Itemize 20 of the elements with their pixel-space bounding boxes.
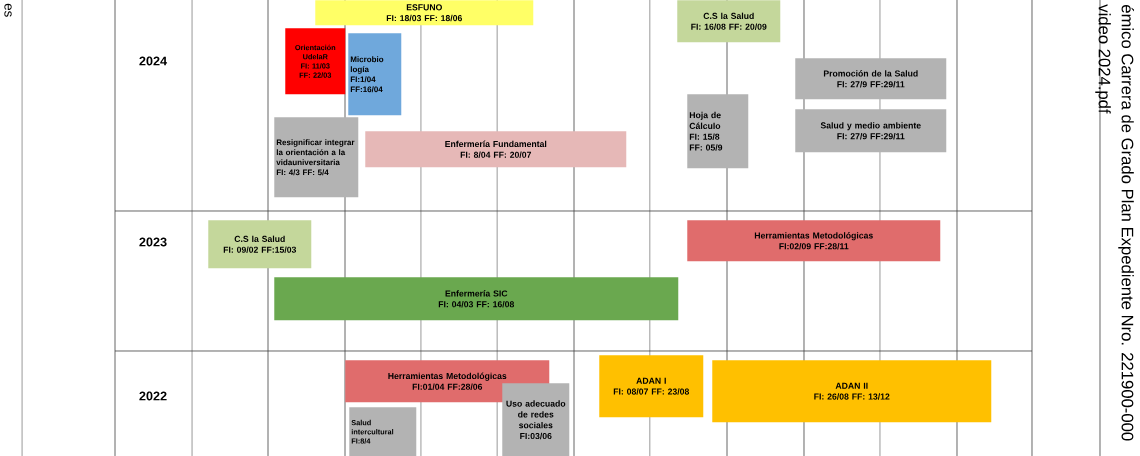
course-box: Resignificar integrar la orientación a la vidauniversitaria FI: 4/3 FF: 5/4 <box>274 117 359 198</box>
course-box: Herramientas Metodológicas FI:02/09 FF:28/11 <box>687 220 941 262</box>
side-text: video 2024.pdf <box>1095 4 1111 114</box>
course-box: Enfermería Fundamental FI: 8/04 FF: 20/07 <box>365 131 627 168</box>
course-box: ESFUNO FI: 18/03 FF: 18/06 <box>315 0 534 26</box>
course-box: Microbio logía FI:1/04 FF:16/04 <box>348 33 402 116</box>
course-box: Uso adecuado de redes sociales FI:03/06 <box>502 383 570 456</box>
course-box: ADAN I FI: 08/07 FF: 23/08 <box>599 355 704 418</box>
year-label: 2024 <box>139 56 168 66</box>
year-label: 2022 <box>139 391 167 401</box>
course-box: C.S la Salud FI: 16/08 FF: 20/09 <box>677 0 781 43</box>
course-box: C.S la Salud FI: 09/02 FF:15/03 <box>208 220 312 269</box>
course-box: Enfermería SIC FI: 04/03 FF: 16/08 <box>274 277 679 321</box>
course-box: Hoja de Cálculo FI: 15/8 FF: 05/9 <box>687 94 749 169</box>
year-label: 2023 <box>139 237 167 247</box>
course-box: ADAN II FI: 26/08 FF: 13/12 <box>712 360 992 423</box>
course-box: Promoción de la Salud FI: 27/9 FF:29/11 <box>795 58 947 100</box>
course-box: Salud y medio ambiente FI: 27/9 FF:29/11 <box>795 109 947 153</box>
side-text: es <box>4 3 12 17</box>
side-text: émico Carrera de Grado Plan Expediente Nro. 221900-000 <box>1118 4 1134 441</box>
